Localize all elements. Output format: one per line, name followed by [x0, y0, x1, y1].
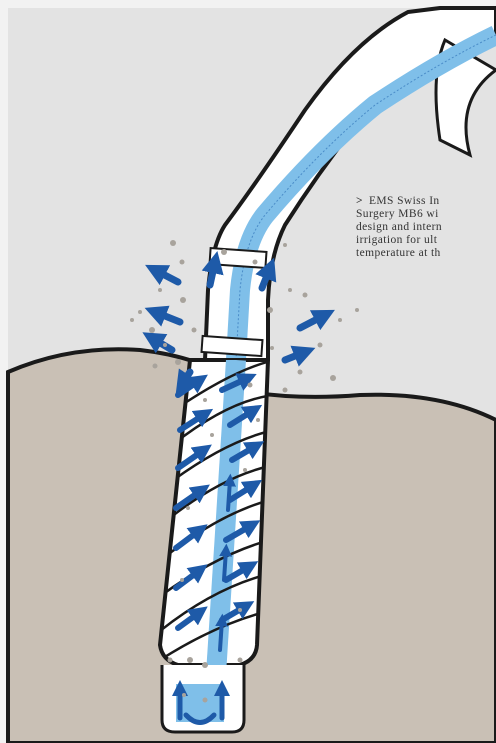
- caption-line-5: temperature at th: [356, 247, 496, 260]
- caption-line-1: >EMS Swiss In: [356, 195, 496, 208]
- caption-line-4: irrigation for ult: [356, 234, 496, 247]
- clamp-band-upper: [210, 248, 267, 268]
- clamp-band-lower: [202, 336, 263, 356]
- caption-marker: >: [356, 195, 363, 207]
- caption-text: >EMS Swiss In Surgery MB6 wi design and …: [356, 195, 496, 260]
- caption-line-2: Surgery MB6 wi: [356, 208, 496, 221]
- caption-line-3: design and intern: [356, 221, 496, 234]
